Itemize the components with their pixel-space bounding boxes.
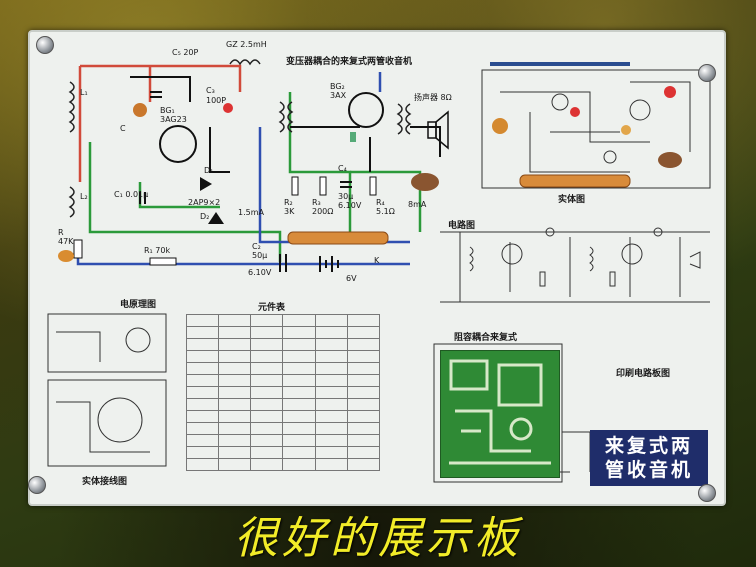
parts-table-title: 元件表 (258, 303, 286, 313)
pcb-title: 印刷电路板图 (616, 369, 671, 379)
physical-title: 实体图 (558, 195, 586, 205)
diode-d1 (200, 177, 212, 191)
wiring-title: 实体接线图 (82, 477, 128, 487)
transformer-b1-b (287, 101, 294, 133)
wire-red-top (80, 64, 242, 92)
label-speaker: 扬声器 8Ω (414, 93, 452, 102)
label-r1: R₁ 70k (144, 246, 171, 255)
tuning-capacitor-photo (133, 103, 147, 117)
resistor-r1 (149, 257, 177, 266)
circuit-drawing (47, 59, 711, 483)
speaker-icon (427, 121, 437, 139)
label-c4-voltage: 6.10V (338, 201, 362, 210)
coil-l1 (68, 81, 75, 133)
label-r-value: 47K (58, 237, 74, 246)
board-title: 变压器耦合的来复式两管收音机 (286, 57, 413, 67)
label-bg1: BG₁ (160, 106, 175, 115)
photo-caption: 很好的展示板 (234, 513, 522, 564)
diode-d2 (208, 212, 224, 224)
label-c5: C₅ 20P (172, 48, 199, 57)
label-k: K (374, 256, 380, 265)
circuit-title: 电路图 (448, 221, 476, 231)
transistor-bg2 (348, 92, 384, 128)
wire-green-main (88, 142, 282, 262)
resistor-r2 (291, 176, 299, 196)
transistor-bg1 (159, 125, 197, 163)
parts-table (185, 314, 381, 471)
label-gz: GZ 2.5mH (226, 40, 267, 49)
wire-blue (258, 127, 410, 244)
schematic-title: 电原理图 (120, 300, 157, 310)
label-c2: C₂ (252, 242, 261, 251)
screw-top-right (698, 64, 716, 82)
pcb-board (440, 350, 560, 478)
ferrite-rod (490, 62, 630, 66)
label-current-2: 8mA (408, 200, 427, 209)
label-l2: L₂ (80, 192, 88, 201)
coil-l2 (68, 186, 75, 218)
wiring-diagram-upper (47, 313, 167, 373)
battery-tubes-photo (287, 231, 389, 245)
label-c4: C₄ (338, 164, 347, 173)
transformer-b2-a (396, 103, 403, 135)
resistor-r3 (319, 176, 327, 196)
coupling-title: 阻容耦合来复式 (454, 333, 518, 343)
label-r2: R₂ (284, 198, 293, 207)
label-battery: 6V (346, 274, 357, 283)
resistor-r (73, 239, 83, 259)
resistor-r4 (369, 176, 377, 196)
label-c2-value: 50μ (252, 251, 268, 260)
label-c1: C₁ 0.01μ (114, 190, 149, 199)
label-current-1: 1.5mA (238, 208, 264, 217)
screw-top-left (36, 36, 54, 54)
label-l1: L₁ (80, 88, 88, 97)
display-board: 变压器耦合的来复式两管收音机 电原理图 元件表 实体接线图 实体图 电路图 阻容… (28, 30, 726, 506)
label-r3-value: 200Ω (312, 207, 334, 216)
label-r4-value: 5.1Ω (376, 207, 395, 216)
transformer-b1-a (278, 101, 285, 133)
label-r2-value: 3K (284, 207, 295, 216)
screw-bottom-right (698, 484, 716, 502)
battery-6v (319, 256, 339, 272)
physical-layout-frame (481, 69, 711, 189)
label-c2-voltage: 6.10V (248, 268, 272, 277)
label-d-model: 2AP9×2 (188, 198, 221, 207)
wiring-diagram-lower (47, 379, 167, 467)
label-d1: D₁ (204, 166, 214, 175)
label-r3: R₃ (312, 198, 321, 207)
speaker-photo (411, 173, 439, 191)
nameplate-line-2: 管收音机 (604, 459, 693, 481)
label-r4: R₄ (376, 198, 385, 207)
coil-gz (229, 59, 261, 66)
label-d2: D₂ (200, 212, 210, 221)
label-c: C (120, 124, 126, 133)
label-r: R (58, 228, 64, 237)
label-bg1-model: 3AG23 (160, 115, 187, 124)
transformer-b2-b (405, 103, 412, 135)
battery-photo-right (519, 174, 631, 188)
nameplate-line-1: 来复式两 (604, 435, 693, 457)
label-bg2: BG₂ (330, 82, 345, 91)
label-bg2-model: 3AX (330, 91, 347, 100)
label-c3: C₃ (206, 86, 215, 95)
screw-bottom-left (28, 476, 46, 494)
label-c3-value: 100P (206, 96, 227, 105)
label-c4-value: 30μ (338, 192, 354, 201)
nameplate: 来复式两 管收音机 (590, 430, 708, 486)
